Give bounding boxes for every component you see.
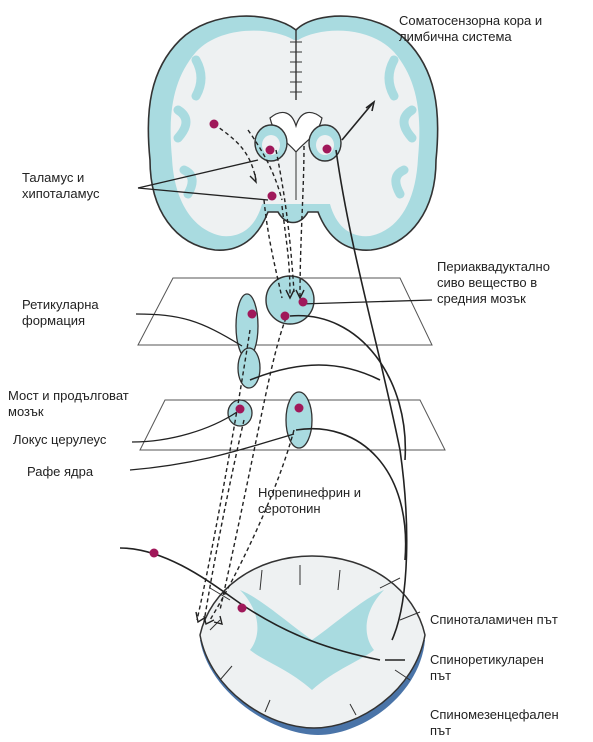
label-cortex: Соматосензорна кора и лимбична система xyxy=(399,13,542,45)
label-norepi: Норепинефрин и серотонин xyxy=(258,485,361,517)
raphe-nuclei xyxy=(286,392,312,448)
label-spinothalamic: Спиноталамичен път xyxy=(430,612,558,628)
midbrain-section xyxy=(138,276,432,388)
brain-section xyxy=(148,16,437,250)
label-spinoreticular: Спиноретикуларен път xyxy=(430,652,544,684)
label-spinomesencephalic: Спиномезенцефален път xyxy=(430,707,559,739)
label-locus: Локус церулеус xyxy=(13,432,106,448)
spinal-cord-section xyxy=(200,556,425,735)
label-reticular: Ретикуларна формация xyxy=(22,297,99,329)
label-pons: Мост и продълговат мозък xyxy=(8,388,129,420)
label-periaqueductal: Периаквадуктално сиво вещество в средния… xyxy=(437,259,550,307)
pons-section xyxy=(140,392,445,450)
label-raphe: Рафе ядра xyxy=(27,464,93,480)
label-thalamus: Таламус и хипоталамус xyxy=(22,170,100,202)
